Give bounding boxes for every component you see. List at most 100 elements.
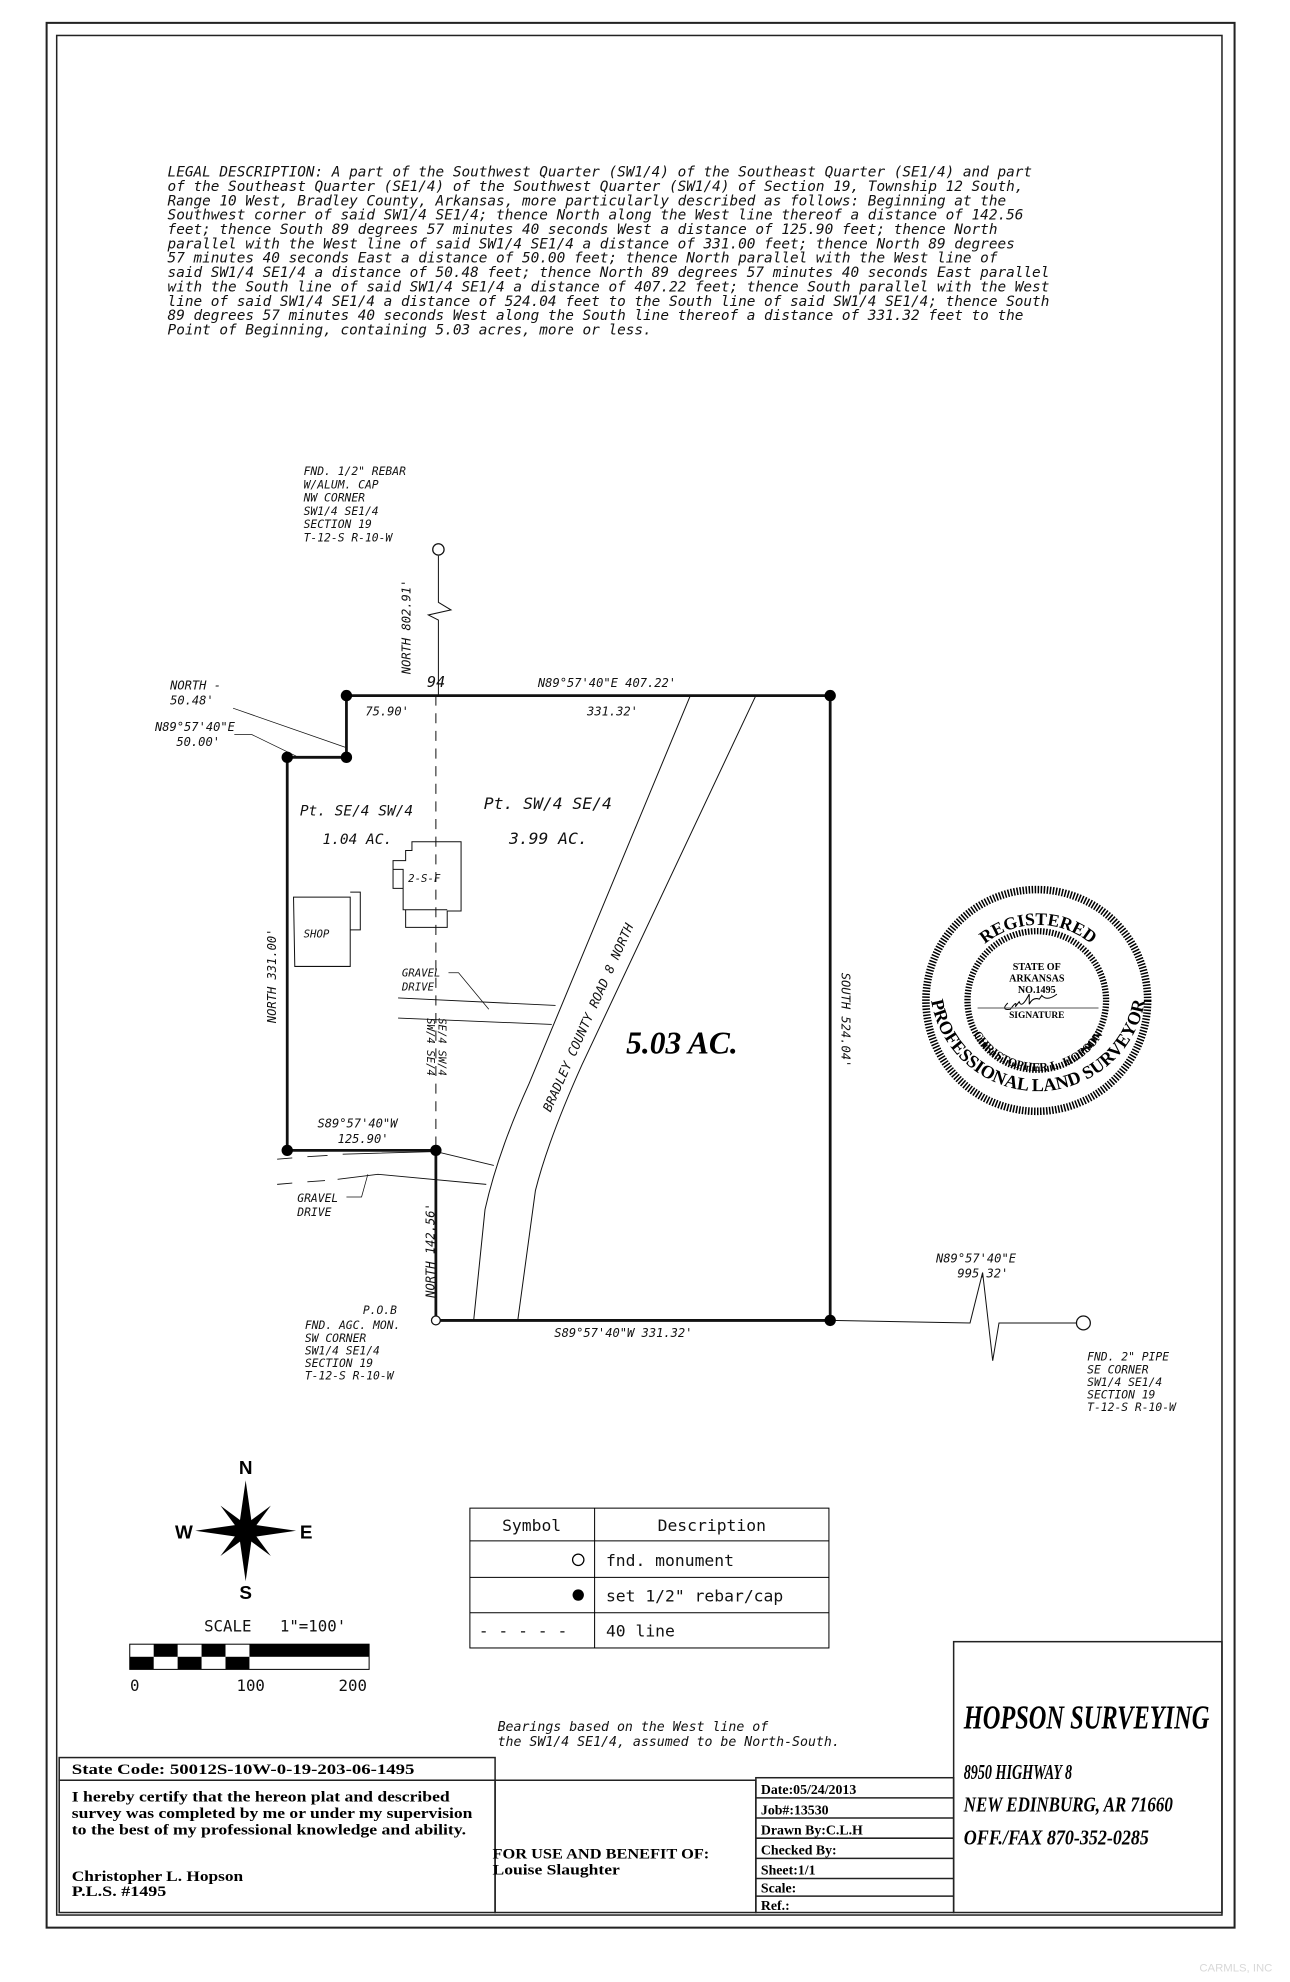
- scale-tick: 200: [339, 1676, 367, 1695]
- north-line-west-distance: 75.90': [365, 705, 409, 719]
- nw-monument-label: SW1/4 SE1/4: [304, 504, 379, 518]
- south-step-distance: 125.90': [338, 1132, 389, 1146]
- legend-table: Symbol Description fnd. monument set 1/2…: [469, 1507, 830, 1649]
- pob-label: P.O.B: [363, 1303, 397, 1317]
- east-parcel-label: Pt. SW/4 SE/4: [484, 794, 612, 813]
- nw-monument-label: T-12-S R-10-W: [304, 530, 394, 544]
- north-tie-note: 94: [427, 673, 445, 691]
- forty-line-label: SE/4 SW/4: [435, 1018, 448, 1076]
- company-address: 8950 HIGHWAY 8: [964, 1760, 1073, 1784]
- info-checked-by: Checked By:: [761, 1843, 837, 1858]
- house-outline: [392, 841, 462, 928]
- info-sheet: Sheet:1/1: [761, 1863, 816, 1878]
- legend-header-description: Description: [658, 1516, 766, 1535]
- north-line-bearing: N89°57'40"E 407.22': [537, 676, 676, 690]
- south-line-label: S89°57'40"W 331.32': [554, 1326, 692, 1340]
- gravel-drive-leader: [448, 972, 490, 1010]
- south-step-bearing: S89°57'40"W: [317, 1117, 399, 1131]
- legend-description: 40 line: [606, 1622, 675, 1641]
- road-edge-west: [473, 695, 691, 1321]
- client-name: Louise Slaughter: [493, 1863, 621, 1879]
- set-rebar-icon: [281, 751, 293, 763]
- company-city: NEW EDINBURG, AR 71660: [963, 1793, 1173, 1817]
- road-edge-east: [517, 695, 757, 1321]
- east-tie-distance: 995.32': [957, 1267, 1008, 1281]
- legal-line: feet; thence South 89 degrees 57 minutes…: [168, 222, 998, 238]
- nw-monument-label: SECTION 19: [304, 517, 372, 531]
- north-line-east-distance: 331.32': [586, 705, 638, 719]
- state-code: State Code: 50012S-10W-0-19-203-06-1495: [72, 1762, 415, 1778]
- east-line-label: SOUTH 524.04': [839, 973, 853, 1068]
- step-east-label: N89°57'40"E: [154, 720, 236, 734]
- set-rebar-icon: [430, 1144, 442, 1157]
- set-rebar-icon: [824, 689, 836, 702]
- certification-text: survey was completed by me or under my s…: [72, 1806, 473, 1822]
- set-rebar-icon: [340, 689, 353, 702]
- pob-label: SW CORNER: [305, 1331, 367, 1345]
- legend-header-symbol: Symbol: [502, 1516, 561, 1535]
- certification-text: to the best of my professional knowledge…: [72, 1822, 466, 1838]
- plat-drawing: [232, 543, 1091, 1361]
- legal-line: 57 minutes 40 seconds East a distance of…: [168, 251, 998, 267]
- legal-line: Point of Beginning, containing 5.03 acre…: [168, 323, 652, 339]
- west-parcel-acreage: 1.04 AC.: [323, 832, 393, 848]
- bearings-note: Bearings based on the West line of: [498, 1720, 770, 1735]
- east-tie-bearing: N89°57'40"E: [935, 1251, 1017, 1265]
- legal-line: Southwest corner of said SW1/4 SE1/4; th…: [168, 208, 1024, 224]
- pob-label: FND. AGC. MON.: [305, 1318, 400, 1332]
- compass-south: S: [239, 1583, 252, 1604]
- se-monument-label: FND. 2" PIPE: [1087, 1350, 1169, 1364]
- certification-text: I hereby certify that the hereon plat an…: [72, 1790, 450, 1806]
- legend-description: fnd. monument: [606, 1551, 734, 1570]
- pob-north-label: NORTH 142.56': [424, 1203, 438, 1299]
- legal-description: LEGAL DESCRIPTION: A part of the Southwe…: [167, 165, 1050, 339]
- house-label: 2-S-F: [408, 872, 441, 885]
- shop-outline: [293, 891, 361, 967]
- outer-frame: [45, 21, 1236, 1929]
- scale-tick: 100: [236, 1676, 264, 1695]
- found-monument-icon: [430, 1315, 441, 1326]
- step-north-label: 50.48': [170, 693, 214, 707]
- boundary-line: [285, 694, 832, 1322]
- seal-state: STATE OF: [1013, 962, 1061, 973]
- found-monument-icon: [432, 543, 445, 556]
- company-name: HOPSON SURVEYING: [963, 1700, 1210, 1737]
- legend-dash-symbol: - - - - -: [479, 1622, 568, 1641]
- west-parcel-label: Pt. SE/4 SW/4: [300, 803, 413, 819]
- shop-label: SHOP: [304, 927, 330, 940]
- nw-monument-label: FND. 1/2" REBAR: [304, 464, 406, 478]
- inner-frame: [55, 34, 1223, 1916]
- scale-label: SCALE 1"=100': [204, 1617, 346, 1636]
- pob-label: T-12-S R-10-W: [305, 1369, 395, 1383]
- step-north-leader: [232, 707, 346, 748]
- se-monument-label: SW1/4 SE1/4: [1087, 1375, 1162, 1389]
- title-block: [58, 1640, 1223, 1914]
- legal-line: of the Southeast Quarter (SE1/4) of the …: [168, 179, 1024, 195]
- found-monument-icon: [1075, 1315, 1091, 1331]
- legal-line: said SW1/4 SE1/4 a distance of 50.48 fee…: [168, 265, 1050, 281]
- set-rebar-icon: [824, 1314, 836, 1327]
- compass-north: N: [239, 1458, 253, 1479]
- step-east-leader: [234, 734, 297, 757]
- seal-state: ARKANSAS: [1009, 974, 1065, 985]
- west-line-label: NORTH 331.00': [265, 929, 279, 1025]
- set-rebar-icon: [340, 751, 353, 763]
- surveyor-license: P.L.S. #1495: [72, 1884, 166, 1900]
- company-phone: OFF./FAX 870-352-0285: [964, 1825, 1149, 1849]
- seal-signature-label: SIGNATURE: [1009, 1011, 1064, 1021]
- road-label: BRADLEY COUNTY ROAD 8 NORTH: [540, 921, 637, 1114]
- found-monument-icon: [571, 1553, 585, 1567]
- gravel-drive-label: GRAVEL: [297, 1191, 338, 1205]
- nw-monument-label: NW CORNER: [303, 491, 366, 505]
- north-tie-label: NORTH 802.91': [400, 580, 414, 676]
- pob-label: SECTION 19: [305, 1356, 373, 1370]
- se-monument-label: T-12-S R-10-W: [1087, 1400, 1177, 1414]
- total-acreage: 5.03 AC.: [626, 1025, 738, 1060]
- gravel-drive-lower-leader: [346, 1174, 369, 1198]
- seal-number: NO.1495: [1018, 985, 1056, 996]
- nw-tie-line: [426, 555, 453, 696]
- legal-line: LEGAL DESCRIPTION: A part of the Southwe…: [168, 165, 1033, 181]
- pob-label: SW1/4 SE1/4: [305, 1343, 380, 1357]
